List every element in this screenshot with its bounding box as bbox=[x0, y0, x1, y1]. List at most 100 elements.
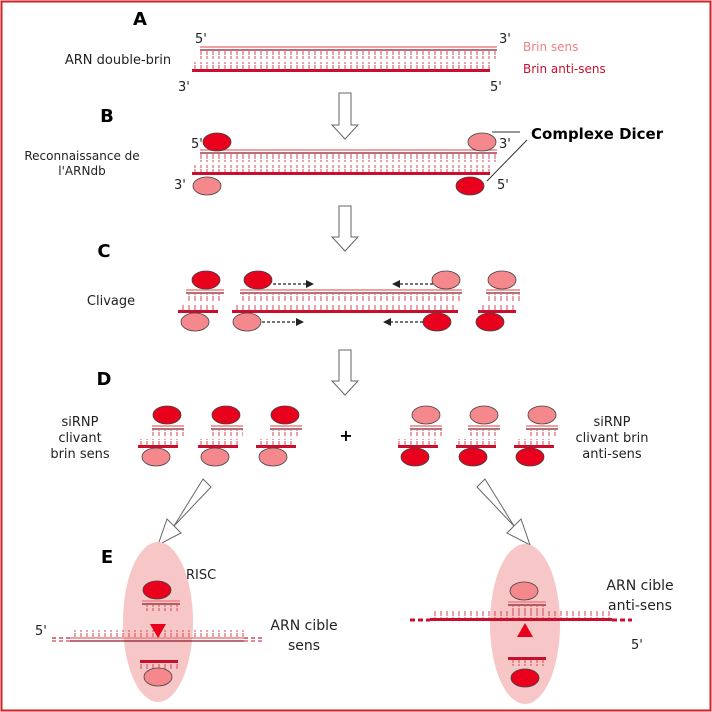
guide-strand-ticks bbox=[508, 606, 546, 612]
dicer-dark-subunit bbox=[458, 447, 488, 467]
risc-dark-subunit bbox=[510, 668, 540, 688]
step-b: B Reconnaissance de l'ARNdb 5' 3' 3' 5' … bbox=[24, 106, 664, 196]
sense-strand-ticks bbox=[486, 294, 520, 301]
dicer-light-subunit bbox=[200, 447, 230, 467]
antisense-strand-line bbox=[478, 310, 516, 313]
dicer-dark-subunit bbox=[243, 270, 273, 290]
step-a-letter: A bbox=[133, 9, 147, 30]
risc-dark-subunit bbox=[142, 580, 172, 600]
dicer-dark-subunit bbox=[211, 405, 241, 425]
step-b-label-line2: l'ARNdb bbox=[58, 164, 105, 178]
movement-arrowhead bbox=[392, 280, 400, 288]
flow-arrow-b-c bbox=[330, 205, 360, 252]
dicer-light-subunit bbox=[258, 447, 288, 467]
antisense-strand-line bbox=[232, 310, 458, 313]
antisense-strand-line bbox=[178, 310, 218, 313]
target-sense-label: ARN cible bbox=[270, 618, 337, 634]
sense-strand-ticks bbox=[240, 294, 462, 301]
cleavage-triangle-up bbox=[517, 623, 533, 637]
dicer-complex-label: Complexe Dicer bbox=[531, 125, 664, 143]
dicer-dark-subunit bbox=[152, 405, 182, 425]
step-c: C Clivage bbox=[87, 241, 520, 332]
step-d: D siRNP clivant brin sens + siRNP clivan… bbox=[50, 369, 649, 467]
antisense-strand-ticks bbox=[478, 304, 516, 310]
antisense-strand-ticks bbox=[178, 304, 218, 310]
risc-bottom-strand-line bbox=[508, 657, 546, 660]
dicer-light-subunit bbox=[469, 405, 499, 425]
step-b-letter: B bbox=[100, 106, 114, 127]
dicer-light-subunit bbox=[431, 270, 461, 290]
plus-sign: + bbox=[339, 426, 352, 445]
risc-label: RISC bbox=[186, 568, 216, 583]
cleavage-triangle-down bbox=[150, 624, 166, 638]
antisense-strand-ticks bbox=[192, 62, 490, 69]
dicer-dark-subunit bbox=[400, 447, 430, 467]
step-b-label-line1: Reconnaissance de bbox=[24, 149, 139, 163]
flow-arrow-d-e-left bbox=[157, 478, 212, 547]
step-e-letter: E bbox=[101, 547, 113, 568]
step-d-left-label: siRNP bbox=[62, 415, 99, 430]
step-d-left-label: brin sens bbox=[50, 447, 110, 462]
end-3prime-b-bottom: 3' bbox=[174, 178, 186, 193]
end-3prime-a-top: 3' bbox=[499, 32, 511, 47]
sirnp-antisense-2 bbox=[456, 405, 500, 467]
step-d-right-label: clivant brin bbox=[576, 431, 649, 446]
target-rna-line bbox=[430, 618, 612, 621]
step-e: E RISC 5' ARN cible sens bbox=[35, 542, 674, 704]
dicer-dark-subunit bbox=[422, 312, 452, 332]
legend-antisense: Brin anti-sens bbox=[523, 62, 606, 76]
flow-arrow-d-e-right bbox=[476, 478, 531, 547]
dicer-light-subunit bbox=[527, 405, 557, 425]
sirnp-antisense-3 bbox=[514, 405, 558, 467]
step-a-label: ARN double-brin bbox=[65, 53, 171, 68]
sirnp-antisense-1 bbox=[398, 405, 442, 467]
risc-bottom-strand-line bbox=[140, 660, 178, 663]
guide-strand-ticks bbox=[142, 605, 180, 611]
step-c-letter: C bbox=[97, 241, 110, 262]
antisense-strand-line bbox=[192, 172, 490, 175]
end-5prime-a-bottom: 5' bbox=[490, 80, 502, 95]
dicer-light-subunit bbox=[467, 132, 497, 152]
end-5prime-target-right: 5' bbox=[631, 638, 643, 653]
movement-arrowhead bbox=[306, 280, 314, 288]
step-a: A ARN double-brin 5' 3' 3' 5' Brin sens … bbox=[65, 9, 606, 95]
dicer-light-subunit bbox=[180, 312, 210, 332]
dicer-dark-subunit bbox=[475, 312, 505, 332]
dicer-light-subunit bbox=[232, 312, 262, 332]
step-d-right-label: siRNP bbox=[594, 415, 631, 430]
risc-bottom-strand-ticks bbox=[508, 660, 546, 666]
dicer-light-subunit bbox=[141, 447, 171, 467]
dicer-pointer-line bbox=[486, 139, 528, 182]
dicer-dark-subunit bbox=[515, 447, 545, 467]
end-5prime-a-top: 5' bbox=[195, 32, 207, 47]
target-sense-label: sens bbox=[288, 638, 320, 654]
end-3prime-a-bottom: 3' bbox=[178, 80, 190, 95]
legend-sense: Brin sens bbox=[523, 40, 578, 54]
dicer-dark-subunit bbox=[455, 176, 485, 196]
step-d-left-label: clivant bbox=[58, 431, 101, 446]
movement-arrowhead bbox=[383, 318, 391, 326]
dicer-dark-subunit bbox=[191, 270, 221, 290]
movement-arrowhead bbox=[296, 318, 304, 326]
antisense-strand-ticks bbox=[192, 165, 490, 172]
dicer-light-subunit bbox=[411, 405, 441, 425]
target-antisense-label: ARN cible bbox=[606, 578, 673, 594]
risc-light-subunit bbox=[143, 667, 173, 687]
sirnp-sense-1 bbox=[138, 405, 184, 467]
end-5prime-target-left: 5' bbox=[35, 624, 47, 639]
antisense-strand-ticks bbox=[232, 304, 458, 310]
risc-bottom-strand-ticks bbox=[140, 663, 178, 669]
antisense-strand-line bbox=[192, 69, 490, 72]
dicer-light-subunit bbox=[192, 176, 222, 196]
target-antisense-label: anti-sens bbox=[608, 598, 672, 614]
flow-arrow-a-b bbox=[330, 92, 360, 140]
end-5prime-b-top: 5' bbox=[191, 137, 203, 152]
dicer-dark-subunit bbox=[270, 405, 300, 425]
sense-strand-ticks bbox=[200, 154, 497, 162]
sense-strand-ticks bbox=[186, 294, 224, 301]
step-d-letter: D bbox=[97, 369, 112, 390]
flow-arrow-c-d bbox=[330, 349, 360, 396]
